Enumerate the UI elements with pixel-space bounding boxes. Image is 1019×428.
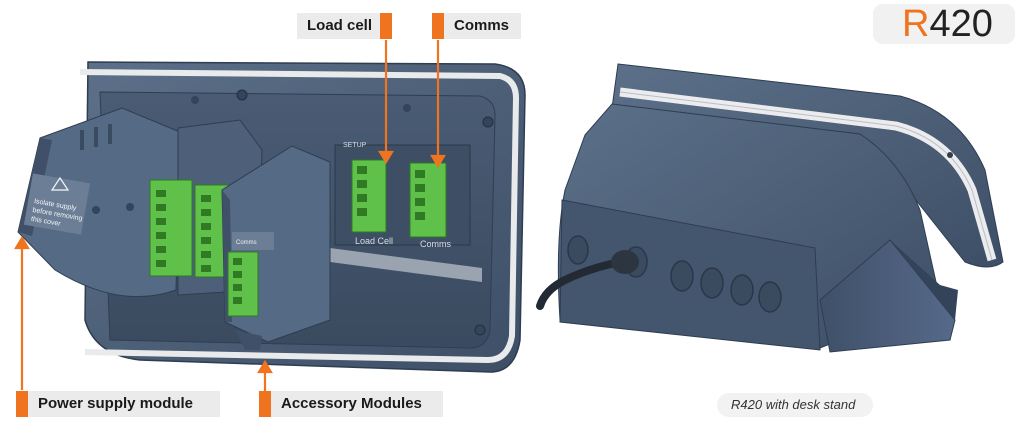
load-cell-pointer bbox=[378, 40, 394, 165]
comms-connector: Comms bbox=[409, 162, 451, 249]
accessory-callout: Accessory Modules bbox=[271, 391, 443, 417]
accessory-tab bbox=[259, 391, 271, 417]
power-supply-tab bbox=[16, 391, 28, 417]
accessory-print: Comms bbox=[236, 240, 257, 246]
comms-print: Comms bbox=[420, 239, 451, 249]
load-cell-connector: Load Cell bbox=[351, 159, 393, 246]
power-supply-callout: Power supply module bbox=[28, 391, 220, 417]
warning-triangle-icon bbox=[50, 176, 70, 191]
power-cable bbox=[536, 258, 624, 310]
load-cell-tab bbox=[380, 13, 392, 39]
setup-print: SETUP bbox=[343, 142, 367, 149]
indicator-open-view: SETUP Load Cell Comms Isolate supply bef… bbox=[17, 61, 526, 373]
comms-tab bbox=[432, 13, 444, 39]
power-supply-module: Isolate supply before removing this cove… bbox=[17, 107, 181, 298]
brand-model: 420 bbox=[929, 3, 993, 45]
middle-module bbox=[149, 119, 263, 296]
load-cell-print: Load Cell bbox=[355, 236, 393, 246]
brand-logo: R420 bbox=[902, 2, 993, 46]
comms-callout: Comms bbox=[444, 13, 522, 39]
power-supply-pointer bbox=[14, 235, 30, 390]
comms-pointer bbox=[430, 40, 446, 169]
load-cell-callout: Load cell bbox=[297, 13, 385, 39]
figure-caption: R420 with desk stand bbox=[717, 393, 874, 417]
desk-stand bbox=[819, 239, 956, 353]
brand-prefix: R bbox=[902, 3, 930, 45]
accessory-module: Comms bbox=[221, 145, 331, 350]
indicator-desk-stand-view bbox=[536, 63, 1004, 353]
brand-backdrop bbox=[873, 4, 1015, 44]
accessory-pointer bbox=[257, 359, 273, 392]
